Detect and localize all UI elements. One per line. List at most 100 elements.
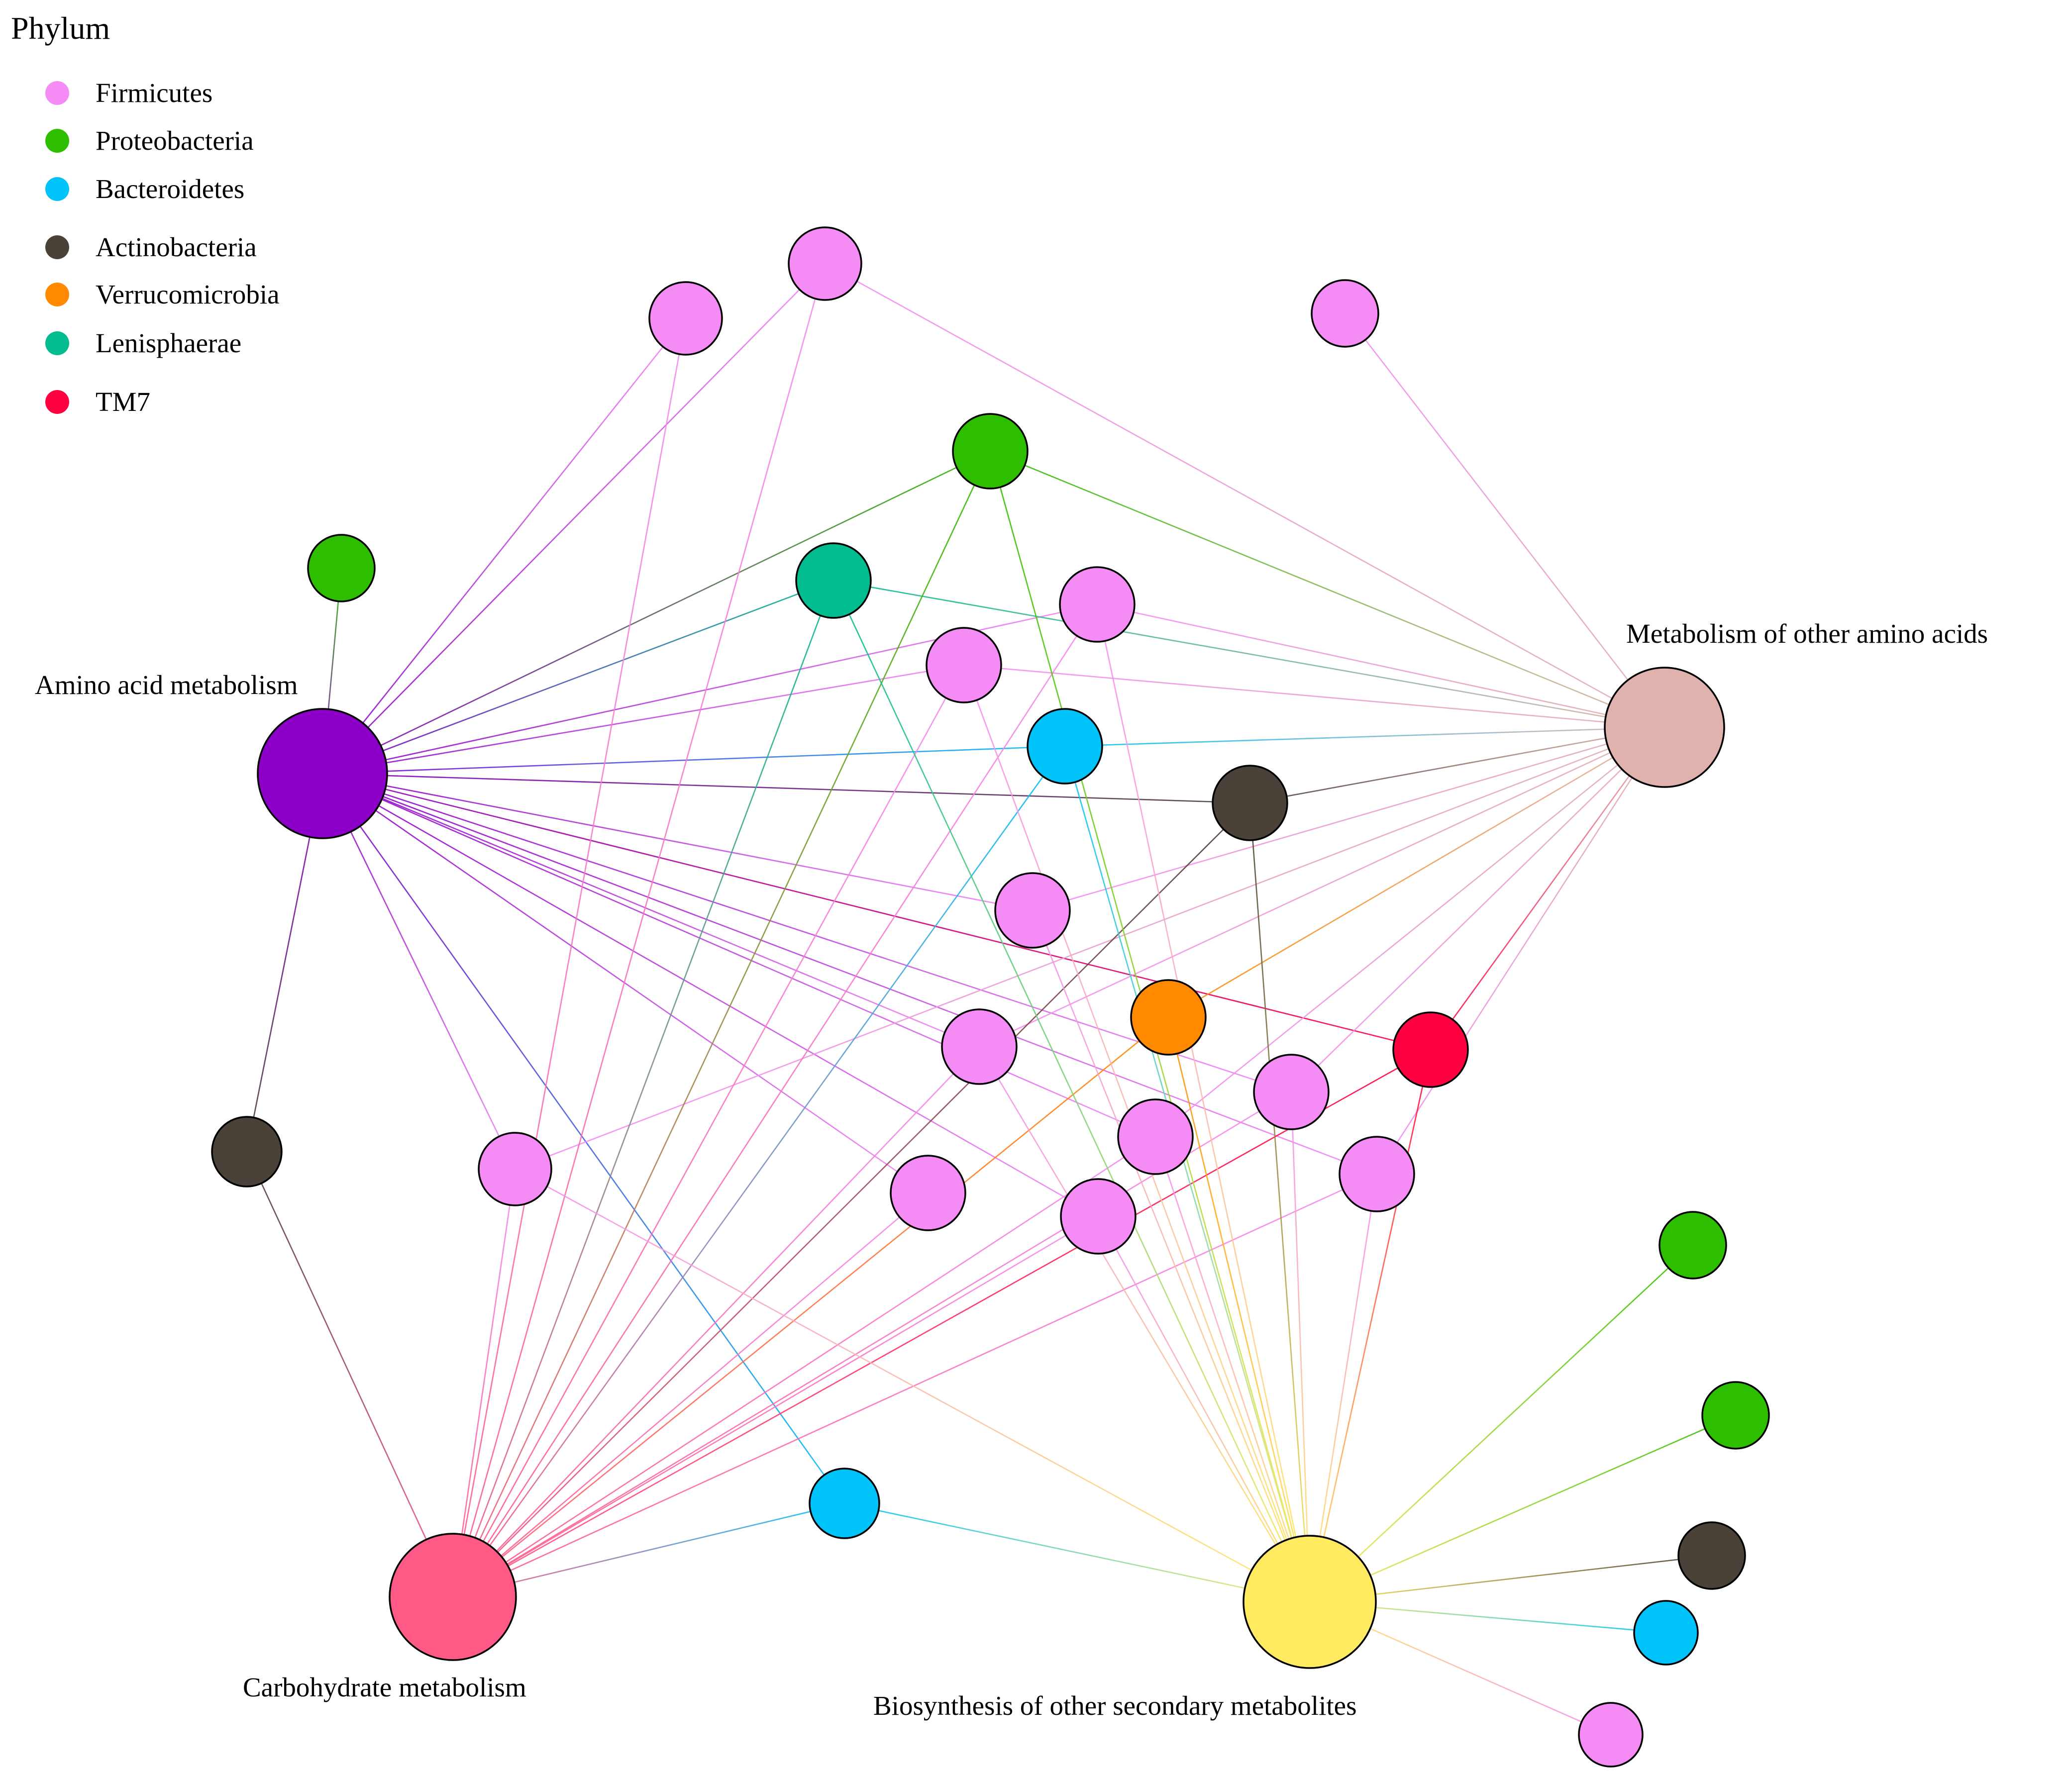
hub-node-other_aa: [1604, 667, 1725, 788]
taxon-node-t4: [952, 413, 1029, 490]
hub-label-carbohydrate: Carbohydrate metabolism: [243, 1672, 526, 1702]
hub-node-biosyn: [1243, 1535, 1377, 1669]
edge-other_aa-t18: [515, 726, 1665, 1170]
legend-item-lenisphaerae: Lenisphaerae: [45, 328, 241, 358]
legend-swatch-verrucomicrobia: [45, 283, 69, 306]
edge-other_aa-t4: [990, 450, 1665, 728]
edge-carb-t1: [452, 318, 687, 1597]
edge-carb-t6: [452, 580, 834, 1597]
edge-amino-t27: [321, 773, 845, 1504]
edge-other_aa-t13: [1430, 727, 1665, 1050]
taxon-node-t8: [926, 627, 1002, 703]
taxon-node-t2: [788, 226, 862, 301]
edge-carb-t4: [452, 451, 991, 1597]
taxon-node-t22: [1658, 1211, 1727, 1280]
edge-other_aa-t19: [1376, 727, 1665, 1175]
hub-label-other-amino-acids: Metabolism of other amino acids: [1626, 618, 1988, 649]
hub-labels: Amino acid metabolism Metabolism of othe…: [35, 618, 1988, 1721]
edge-biosyn-t14: [978, 1046, 1311, 1602]
legend-item-tm7: TM7: [45, 387, 150, 417]
taxon-node-t17: [211, 1116, 283, 1187]
edge-carb-t13: [452, 1049, 1431, 1598]
hub-label-biosynthesis: Biosynthesis of other secondary metaboli…: [873, 1690, 1356, 1721]
edge-other_aa-t3: [1344, 313, 1665, 728]
edge-amino-t20: [322, 773, 929, 1194]
taxon-node-t24: [1677, 1521, 1746, 1590]
edge-other_aa-t9: [1064, 726, 1665, 747]
edge-carb-t16: [452, 1136, 1156, 1598]
legend-item-proteobacteria: Proteobacteria: [45, 125, 254, 156]
edge-amino-t19: [322, 773, 1377, 1175]
taxon-node-t1: [648, 281, 723, 356]
taxon-node-t3: [1311, 279, 1379, 348]
taxon-node-t27: [809, 1468, 880, 1539]
legend-item-verrucomicrobia: Verrucomicrobia: [45, 279, 280, 309]
edge-other_aa-t8: [963, 664, 1665, 728]
edge-carb-t27: [452, 1502, 845, 1598]
legend-item-firmicutes: Firmicutes: [45, 78, 212, 108]
taxon-node-t12: [1130, 979, 1207, 1056]
edge-amino-t16: [322, 773, 1156, 1138]
edge-carb-t18: [452, 1169, 516, 1597]
edge-biosyn-t7: [1096, 604, 1311, 1602]
edge-other_aa-t15: [1291, 727, 1665, 1092]
edge-other_aa-t14: [979, 726, 1665, 1048]
legend-item-bacteroidetes: Bacteroidetes: [45, 174, 244, 204]
taxon-node-t15: [1253, 1054, 1330, 1130]
legend-swatch-tm7: [45, 390, 69, 414]
edge-biosyn-t24: [1309, 1555, 1712, 1603]
legend-swatch-firmicutes: [45, 81, 69, 105]
edge-carb-t15: [452, 1091, 1292, 1598]
edge-carb-t21: [452, 1215, 1099, 1598]
edge-other_aa-t6: [833, 580, 1665, 728]
taxon-node-t19: [1339, 1136, 1415, 1212]
edge-other_aa-t11: [1032, 726, 1665, 911]
edge-layer: [246, 263, 1736, 1736]
taxon-node-t9: [1027, 708, 1103, 785]
edge-biosyn-t22: [1309, 1245, 1693, 1602]
edge-amino-t18: [321, 773, 516, 1170]
edge-amino-t9: [322, 745, 1065, 775]
edge-amino-t2: [322, 263, 826, 774]
legend-swatch-lenisphaerae: [45, 331, 69, 355]
hub-node-carb: [389, 1533, 517, 1661]
edge-amino-t14: [322, 773, 980, 1048]
edge-amino-t4: [322, 450, 991, 775]
edge-carb-t8: [452, 665, 965, 1597]
edge-carb-t2: [452, 263, 826, 1597]
taxon-node-t13: [1392, 1011, 1469, 1088]
edge-other_aa-t7: [1097, 603, 1665, 728]
edge-amino-t21: [322, 773, 1099, 1217]
hub-node-amino: [257, 708, 388, 839]
edge-carb-t10: [452, 802, 1250, 1597]
edge-carb-t12: [452, 1016, 1169, 1598]
edge-other_aa-t12: [1168, 726, 1665, 1018]
edge-carb-t17: [246, 1151, 454, 1597]
edge-carb-t14: [452, 1046, 980, 1597]
taxon-node-t7: [1059, 566, 1136, 643]
edge-biosyn-t16: [1154, 1136, 1311, 1602]
taxon-node-t21: [1060, 1178, 1137, 1255]
taxon-node-t14: [941, 1008, 1018, 1085]
taxon-node-t20: [890, 1155, 966, 1231]
edge-biosyn-t10: [1249, 802, 1311, 1602]
edge-biosyn-t6: [832, 580, 1311, 1602]
taxon-node-t25: [1633, 1600, 1699, 1666]
edge-amino-t13: [322, 773, 1431, 1051]
edge-other_aa-t10: [1249, 726, 1665, 804]
edge-other_aa-t2: [825, 263, 1665, 728]
edge-carb-t7: [452, 604, 1098, 1597]
edge-other_aa-t16: [1155, 726, 1665, 1138]
edge-biosyn-t11: [1032, 910, 1311, 1602]
taxon-node-t5: [307, 534, 376, 602]
edge-amino-t8: [322, 664, 964, 775]
legend-label-tm7: TM7: [96, 387, 150, 417]
legend-label-verrucomicrobia: Verrucomicrobia: [96, 279, 280, 309]
legend-label-proteobacteria: Proteobacteria: [96, 125, 254, 156]
edge-amino-t11: [322, 773, 1033, 911]
taxon-node-t18: [478, 1132, 552, 1206]
legend-title: Phylum: [11, 10, 110, 46]
edge-biosyn-t27: [844, 1502, 1310, 1603]
edge-amino-t15: [322, 773, 1292, 1093]
